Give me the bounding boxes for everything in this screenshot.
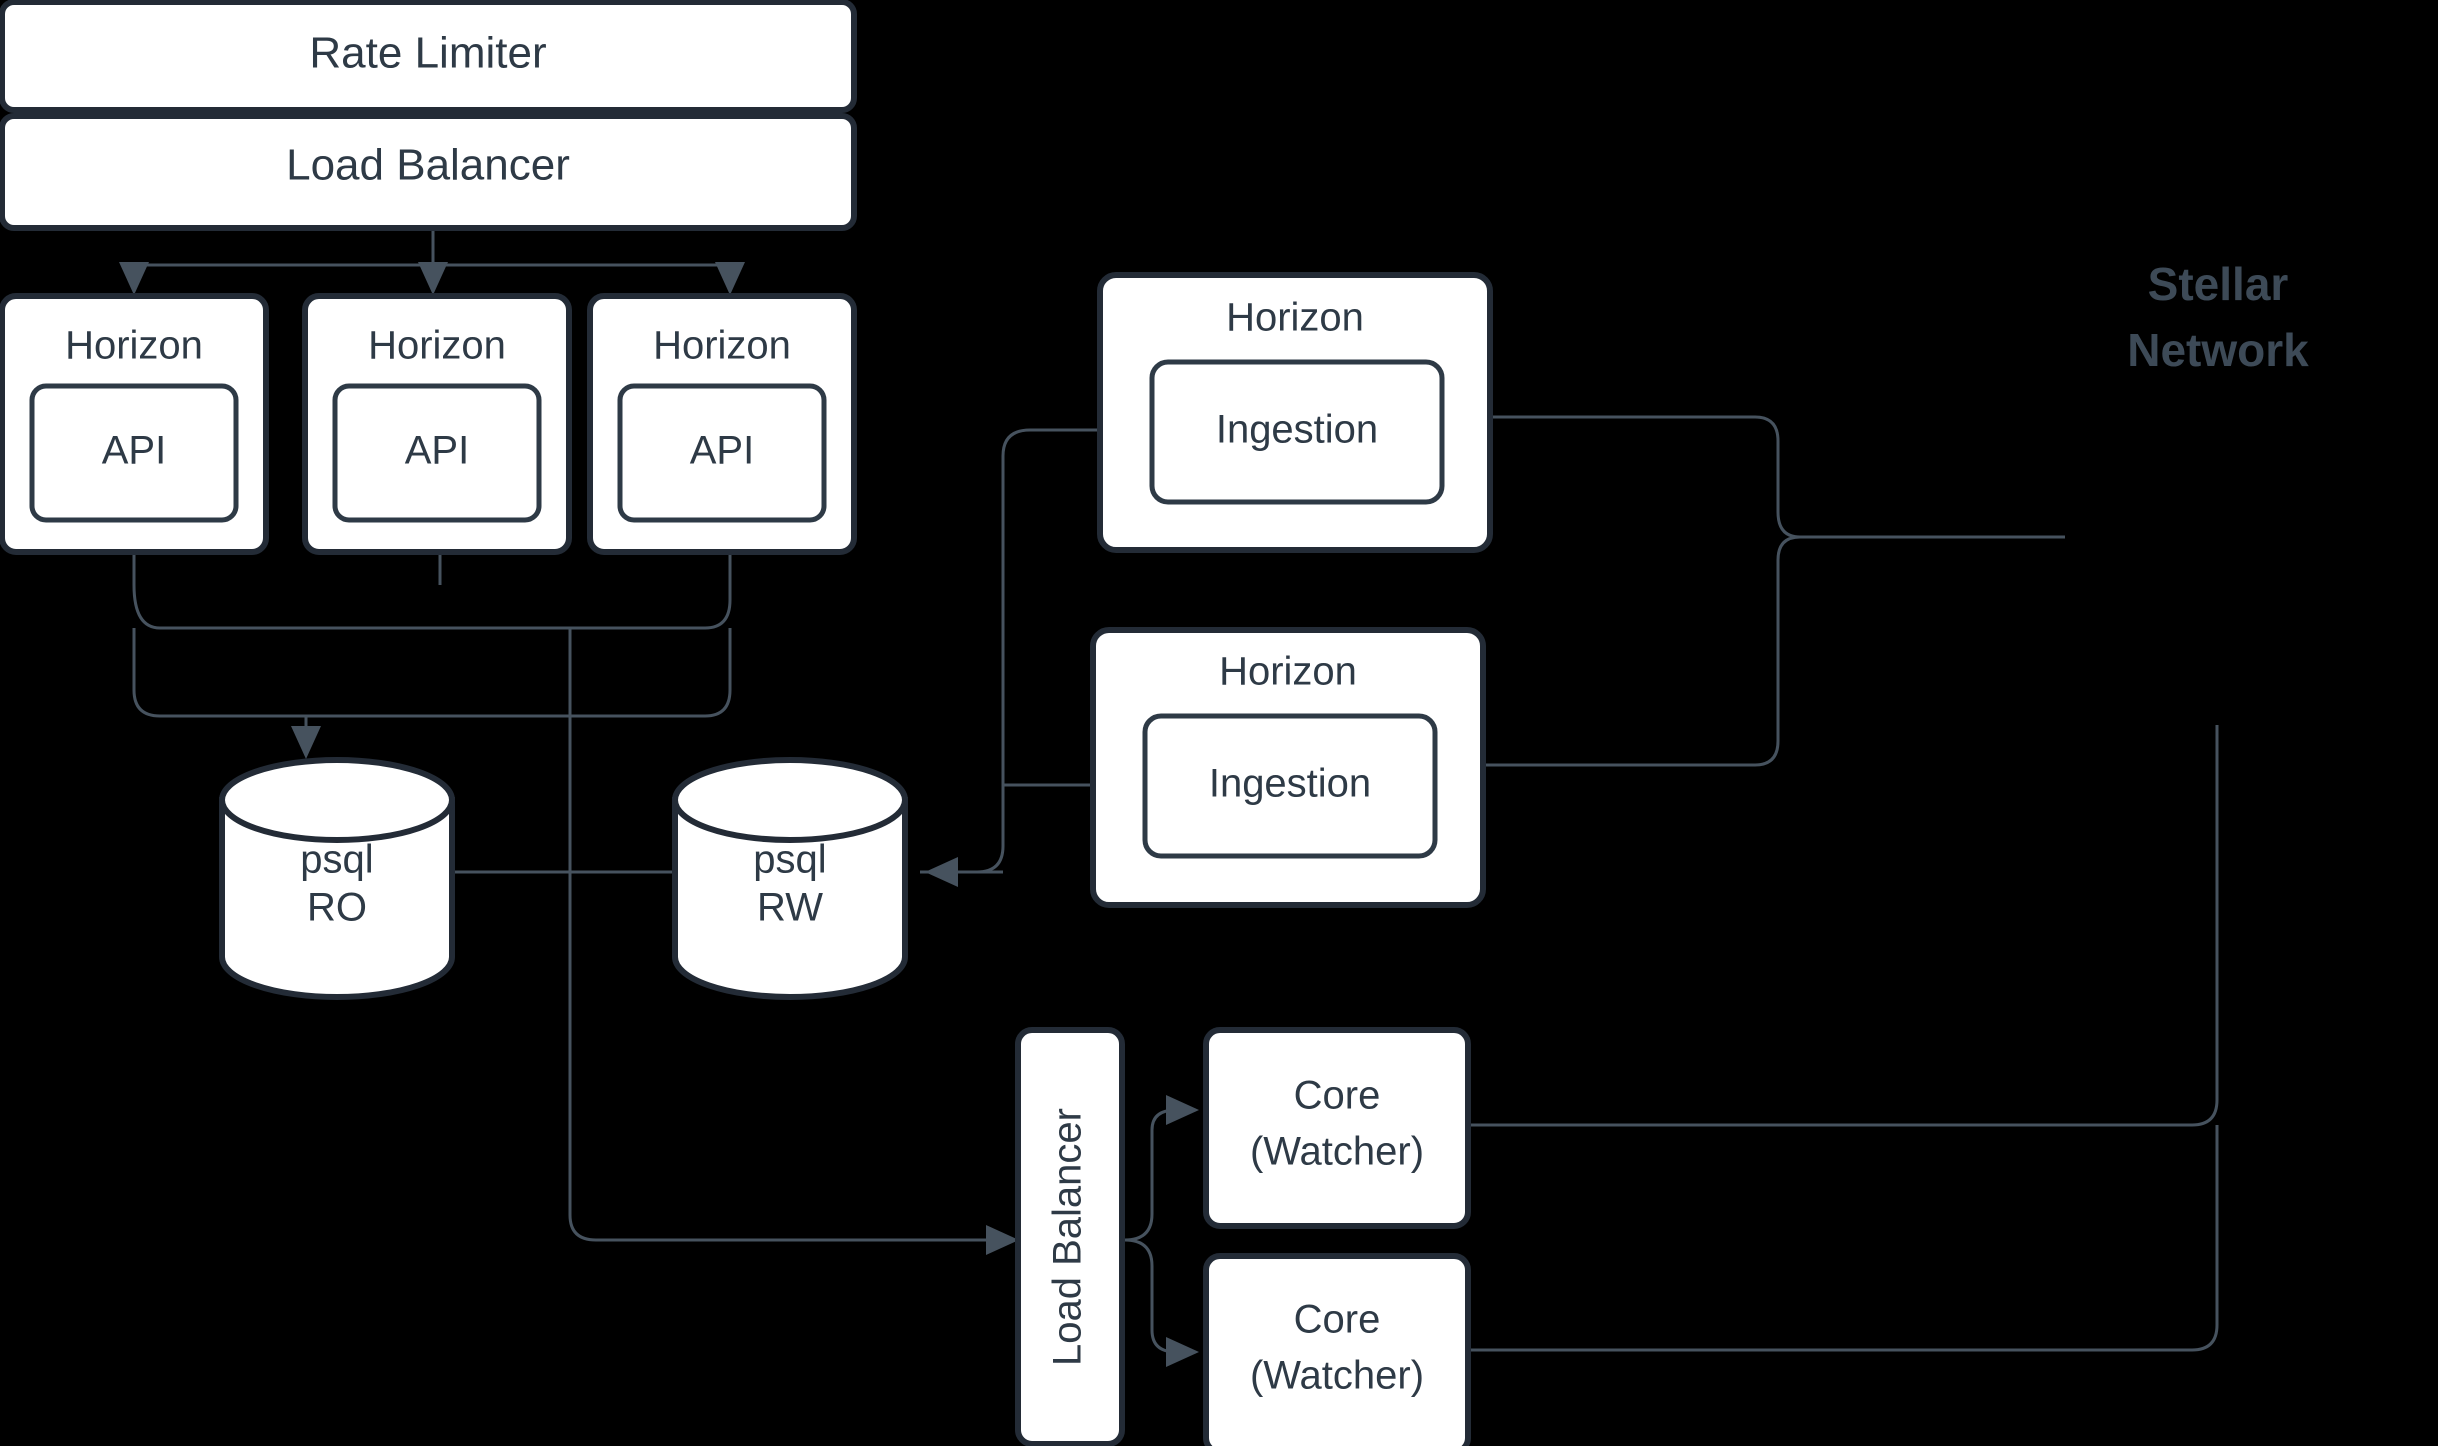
edge-ingestion-1-to-network <box>1490 415 2065 539</box>
node-load-balancer-top[interactable]: Load Balancer <box>0 113 857 231</box>
load-balancer-top-box[interactable] <box>0 113 857 231</box>
horizon-api-3-outer-label: Horizon <box>653 324 791 368</box>
horizon-ingestion-2-inner-label: Ingestion <box>1209 762 1371 806</box>
horizon-api-1-outer-label: Horizon <box>65 324 203 368</box>
node-core-watcher-1[interactable]: Core (Watcher) <box>1203 1027 1471 1229</box>
edge-core-1-to-network <box>1468 725 2219 1127</box>
core-watcher-1-label-line2: (Watcher) <box>1250 1130 1424 1174</box>
node-horizon-ingestion-1[interactable]: Horizon Ingestion <box>1097 272 1493 553</box>
rate-limiter-label: Rate Limiter <box>309 29 546 78</box>
node-rate-limiter[interactable]: Rate Limiter <box>0 0 857 113</box>
psql-rw-cylinder-top <box>672 757 908 843</box>
psql-ro-label-line2: RO <box>307 886 367 930</box>
core-watcher-2-label-line2: (Watcher) <box>1250 1354 1424 1398</box>
horizon-api-2-inner-label: API <box>405 429 469 473</box>
core-watcher-1-label-line1: Core <box>1294 1074 1381 1118</box>
annotation-stellar-network: Stellar Network <box>2127 258 2309 376</box>
node-core-watcher-2[interactable]: Core (Watcher) <box>1203 1253 1471 1446</box>
load-balancer-core-box[interactable] <box>1015 1027 1125 1446</box>
edge-core-lb-to-core-1 <box>1124 1095 1199 1242</box>
edge-api3-to-core-lb <box>568 628 1019 1255</box>
node-horizon-api-2[interactable]: Horizon API <box>302 293 572 555</box>
node-load-balancer-core[interactable]: Load Balancer <box>1015 1027 1125 1446</box>
node-psql-ro[interactable]: psql RO <box>219 757 455 1000</box>
stellar-network-label-line2: Network <box>2127 324 2309 376</box>
horizon-ingestion-1-outer-label: Horizon <box>1226 296 1364 340</box>
edge-core-lb-to-core-2 <box>1124 1238 1199 1367</box>
horizon-api-1-inner-box[interactable] <box>29 383 239 523</box>
psql-rw-cylinder-body[interactable] <box>672 797 908 1000</box>
edge-ingestion-2-to-network <box>1485 535 1801 767</box>
horizon-api-3-inner-label: API <box>690 429 754 473</box>
node-psql-rw[interactable]: psql RW <box>672 757 908 1000</box>
node-horizon-ingestion-2[interactable]: Horizon Ingestion <box>1090 627 1486 908</box>
load-balancer-core-label: Load Balancer <box>1046 1108 1090 1366</box>
load-balancer-top-label: Load Balancer <box>286 141 570 190</box>
edge-read-bus-rail <box>132 584 732 630</box>
node-horizon-api-1[interactable]: Horizon API <box>0 293 269 555</box>
node-horizon-api-3[interactable]: Horizon API <box>587 293 857 555</box>
horizon-ingestion-1-inner-box[interactable] <box>1149 359 1445 505</box>
psql-ro-label-line1: psql <box>300 838 373 882</box>
rate-limiter-box[interactable] <box>0 0 857 113</box>
core-watcher-2-label-line1: Core <box>1294 1298 1381 1342</box>
psql-rw-label-line2: RW <box>757 886 823 930</box>
psql-ro-cylinder-body[interactable] <box>219 797 455 1000</box>
stellar-network-label-line1: Stellar <box>2148 258 2289 310</box>
horizon-ingestion-1-inner-label: Ingestion <box>1216 408 1378 452</box>
edge-core-2-to-network <box>1468 1125 2219 1352</box>
horizon-ingestion-2-inner-box[interactable] <box>1142 713 1438 859</box>
core-watcher-2-box[interactable] <box>1203 1253 1471 1446</box>
core-watcher-1-box[interactable] <box>1203 1027 1471 1229</box>
edge-read-bus-lower-rail <box>132 628 732 718</box>
horizon-api-2-inner-box[interactable] <box>332 383 542 523</box>
psql-ro-cylinder-top <box>219 757 455 843</box>
psql-rw-label-line1: psql <box>753 838 826 882</box>
horizon-api-1-inner-label: API <box>102 429 166 473</box>
horizon-ingestion-2-outer-label: Horizon <box>1219 650 1357 694</box>
horizon-api-2-outer-label: Horizon <box>368 324 506 368</box>
horizon-api-3-inner-box[interactable] <box>617 383 827 523</box>
